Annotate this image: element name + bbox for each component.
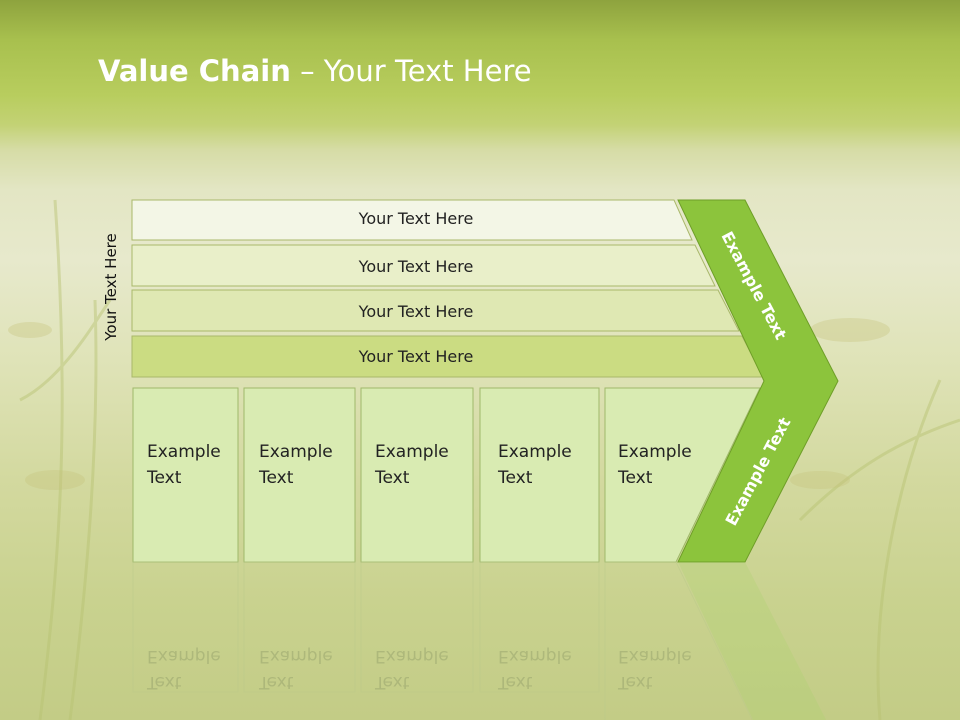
chevron-arrow-shape bbox=[677, 199, 839, 563]
box-5-shape bbox=[604, 387, 761, 563]
page-title: Value Chain – Your Text Here bbox=[98, 54, 532, 88]
box-4-shape bbox=[479, 387, 600, 563]
box-1-shape bbox=[132, 387, 239, 563]
box-3-shape bbox=[360, 387, 474, 563]
band-2-shape bbox=[131, 244, 716, 287]
band-2-label: Your Text Here bbox=[358, 257, 474, 276]
band-4-label: Your Text Here bbox=[358, 347, 474, 366]
band-1-shape bbox=[131, 199, 693, 241]
band-3-label: Your Text Here bbox=[358, 302, 474, 321]
band-3-shape bbox=[131, 289, 740, 332]
box-2-shape bbox=[243, 387, 356, 563]
band-1-label: Your Text Here bbox=[358, 209, 474, 228]
